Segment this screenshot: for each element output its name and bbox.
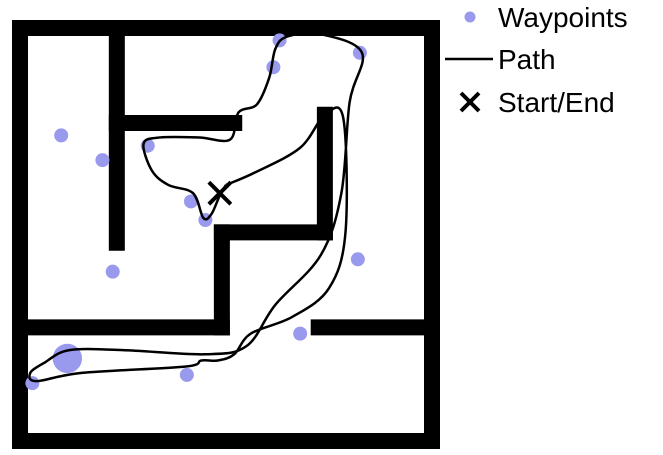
waypoint-point [179, 367, 194, 382]
legend-entry-path: Path [445, 44, 556, 75]
waypoint-point [25, 376, 40, 391]
legend-entry-waypoints: Waypoints [464, 2, 628, 33]
waypoint-point [52, 343, 83, 374]
legend-label-waypoints: Waypoints [498, 2, 628, 33]
start-end-marker [207, 180, 233, 206]
legend-waypoint-marker [464, 11, 476, 23]
waypoint-point [95, 153, 110, 168]
maze-walls [12, 20, 440, 449]
path-series [28, 31, 365, 383]
legend-label-path: Path [498, 44, 556, 75]
legend-label-start-end: Start/End [498, 87, 615, 118]
legend: Waypoints Path Start/End [445, 2, 628, 118]
legend-x-icon [459, 91, 481, 113]
legend-entry-start-end: Start/End [459, 87, 615, 118]
path-line [28, 31, 365, 383]
waypoints-series [25, 33, 367, 391]
waypoint-point [54, 128, 69, 143]
waypoint-point [105, 264, 120, 279]
waypoint-point [183, 194, 198, 209]
waypoint-point [293, 326, 308, 341]
start-end-series [207, 180, 233, 206]
waypoint-point [350, 252, 365, 267]
